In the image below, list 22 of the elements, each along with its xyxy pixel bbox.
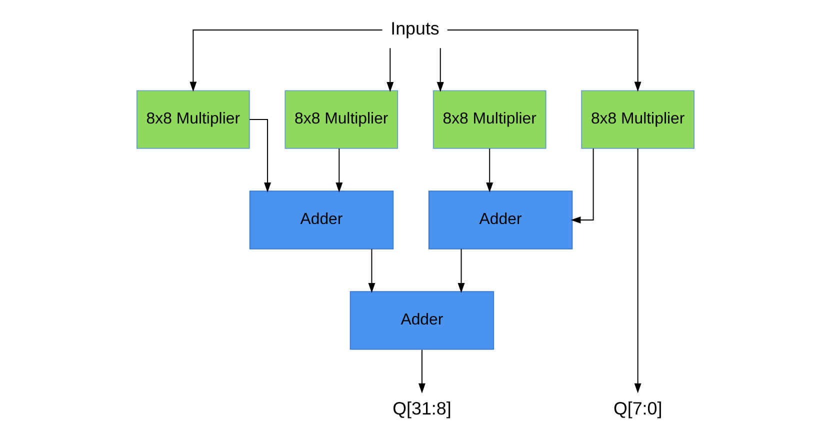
arrow [386, 48, 394, 92]
arrow [418, 349, 426, 394]
arrow [436, 48, 444, 92]
arrow [458, 248, 465, 293]
node-text: Q[31:8] [392, 398, 452, 418]
arrow [368, 248, 376, 293]
node-box: Adder [428, 190, 573, 250]
node-box: Adder [350, 291, 494, 350]
node-box: 8x8 Multiplier [581, 90, 695, 149]
node-box: 8x8 Multiplier [136, 90, 250, 149]
node-text: Inputs [390, 18, 440, 38]
arrow [190, 30, 383, 92]
arrow [249, 119, 272, 192]
node-box: 8x8 Multiplier [432, 90, 546, 149]
arrow [336, 148, 343, 193]
arrow [446, 30, 642, 92]
arrow [634, 148, 642, 394]
arrow [570, 148, 594, 224]
arrow [486, 148, 494, 193]
node-box: 8x8 Multiplier [284, 90, 398, 149]
node-text: Q[7:0] [613, 398, 662, 418]
node-box: Adder [249, 190, 394, 250]
